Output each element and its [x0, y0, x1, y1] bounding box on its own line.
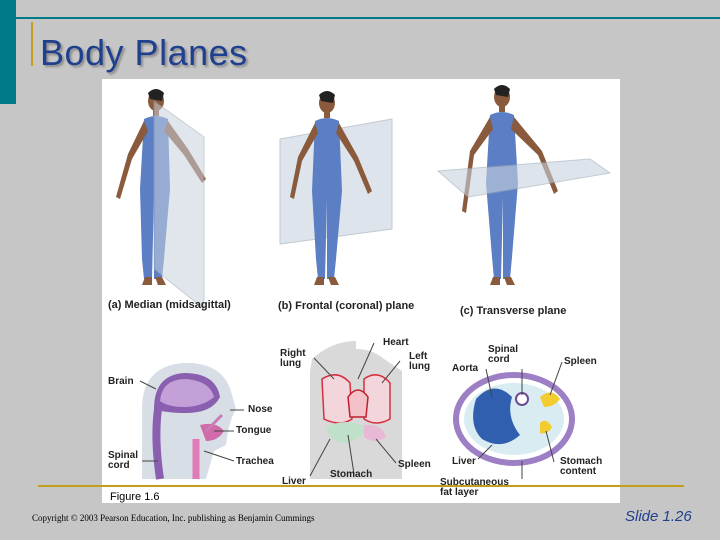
slide-number: Slide 1.26: [625, 508, 692, 525]
figure-body-planes: (a) Median (midsagittal) (b) Frontal (co…: [102, 79, 620, 503]
copyright-text: Copyright © 2003 Pearson Education, Inc.…: [32, 513, 315, 523]
slide-title: Body Planes: [40, 32, 248, 73]
leader-lines: [139, 342, 563, 479]
accent-corner-bar: [0, 0, 16, 104]
head-sagittal-section: [142, 362, 236, 480]
title-accent-rule: [31, 22, 33, 66]
label-subcutaneous-fat: Subcutaneous fat layer: [440, 477, 509, 498]
panel-a-label: (a) Median (midsagittal): [108, 299, 231, 311]
figure-caption: Figure 1.6: [110, 491, 160, 503]
transverse-plane: [436, 158, 612, 198]
label-liver-c: Liver: [452, 456, 476, 467]
label-stomach: Stomach: [330, 469, 373, 480]
label-left-lung: Left lung: [409, 351, 431, 372]
label-aorta: Aorta: [452, 363, 479, 374]
label-heart: Heart: [383, 337, 409, 348]
panel-b-label: (b) Frontal (coronal) plane: [278, 300, 415, 312]
label-brain: Brain: [108, 376, 134, 387]
figure-b-person: [290, 91, 372, 285]
label-spleen-c: Spleen: [564, 356, 597, 367]
label-trachea: Trachea: [236, 456, 274, 467]
label-spleen-b: Spleen: [398, 459, 431, 470]
accent-top-line: [16, 17, 720, 19]
label-nose: Nose: [248, 404, 273, 415]
label-liver-b: Liver: [282, 476, 306, 487]
abdomen-transverse-section: [453, 372, 575, 466]
median-plane: [153, 100, 205, 311]
footer-rule: [38, 485, 684, 487]
label-tongue: Tongue: [236, 425, 272, 436]
label-spinal-cord-a: Spinal cord: [108, 450, 139, 471]
label-right-lung: Right lung: [280, 348, 306, 369]
label-stomach-content: Stomach content: [560, 456, 603, 477]
panel-c-label: (c) Transverse plane: [460, 305, 567, 317]
figure-illustration: [116, 85, 612, 480]
label-spinal-cord-c: Spinal cord: [488, 344, 519, 365]
thorax-frontal-section: [310, 341, 402, 479]
